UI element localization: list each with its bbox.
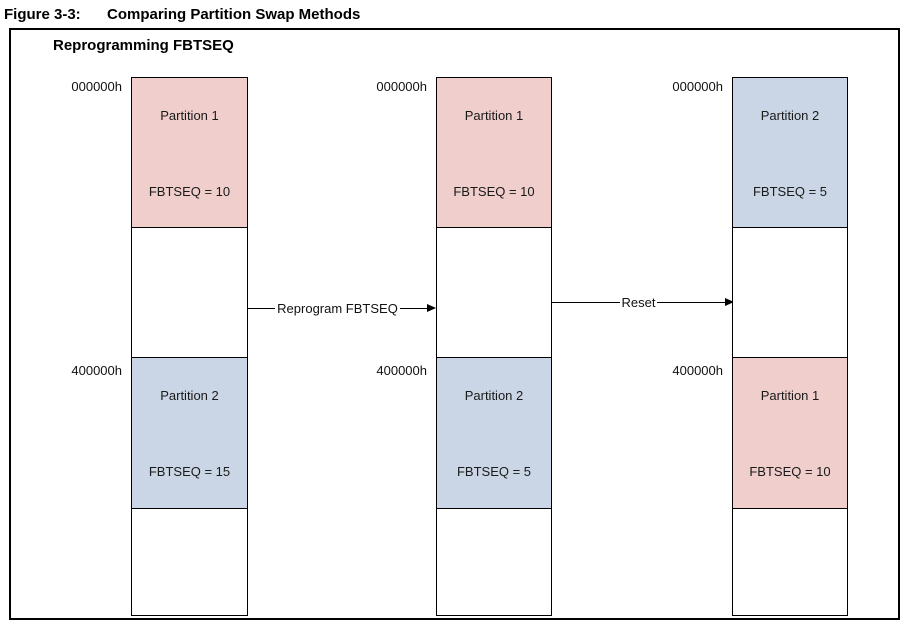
arrowhead-icon <box>427 304 436 312</box>
arrow-label: Reprogram FBTSEQ <box>277 300 398 316</box>
memory-map-after-reset: 000000h 400000h Partition 2 FBTSEQ = 5 P… <box>672 77 848 616</box>
partition-box-bottom: Partition 2 FBTSEQ = 15 <box>131 357 248 509</box>
arrow-label: Reset <box>621 294 656 310</box>
reset-arrow: Reset <box>552 294 734 310</box>
arrow-line <box>552 301 620 303</box>
fbtseq-value: FBTSEQ = 5 <box>752 184 828 199</box>
figure-title: Comparing Partition Swap Methods <box>107 6 361 23</box>
arrow-line <box>657 301 725 303</box>
address-label-000000h: 000000h <box>672 79 723 94</box>
arrow-line <box>248 307 276 309</box>
address-label-400000h: 400000h <box>672 363 723 378</box>
fbtseq-value: FBTSEQ = 10 <box>453 184 535 199</box>
partition-name: Partition 2 <box>760 108 820 123</box>
arrowhead-icon <box>725 298 734 306</box>
address-label-400000h: 400000h <box>71 363 122 378</box>
partition-name: Partition 1 <box>160 108 219 123</box>
figure-heading: Reprogramming FBTSEQ <box>53 37 234 54</box>
partition-box-top: Partition 1 FBTSEQ = 10 <box>436 77 552 228</box>
partition-name: Partition 2 <box>160 388 219 403</box>
fbtseq-value: FBTSEQ = 10 <box>148 184 231 199</box>
partition-box-bottom: Partition 2 FBTSEQ = 5 <box>436 357 552 509</box>
reprogram-fbtseq-arrow: Reprogram FBTSEQ <box>248 300 436 316</box>
address-label-400000h: 400000h <box>376 363 427 378</box>
partition-name: Partition 2 <box>464 388 524 403</box>
memory-map-before: 000000h 400000h Partition 1 FBTSEQ = 10 … <box>71 77 248 616</box>
fbtseq-value: FBTSEQ = 10 <box>749 464 831 479</box>
memory-map-after-reprogram: 000000h 400000h Partition 1 FBTSEQ = 10 … <box>376 77 552 616</box>
fbtseq-value: FBTSEQ = 15 <box>148 464 231 479</box>
partition-name: Partition 1 <box>760 388 820 403</box>
partition-box-bottom: Partition 1 FBTSEQ = 10 <box>732 357 848 509</box>
arrow-line <box>399 307 427 309</box>
address-label-000000h: 000000h <box>376 79 427 94</box>
address-label-000000h: 000000h <box>71 79 122 94</box>
figure-label: Figure 3-3: <box>4 6 81 23</box>
partition-box-top: Partition 1 FBTSEQ = 10 <box>131 77 248 228</box>
fbtseq-value: FBTSEQ = 5 <box>456 464 532 479</box>
partition-box-top: Partition 2 FBTSEQ = 5 <box>732 77 848 228</box>
partition-name: Partition 1 <box>464 108 524 123</box>
